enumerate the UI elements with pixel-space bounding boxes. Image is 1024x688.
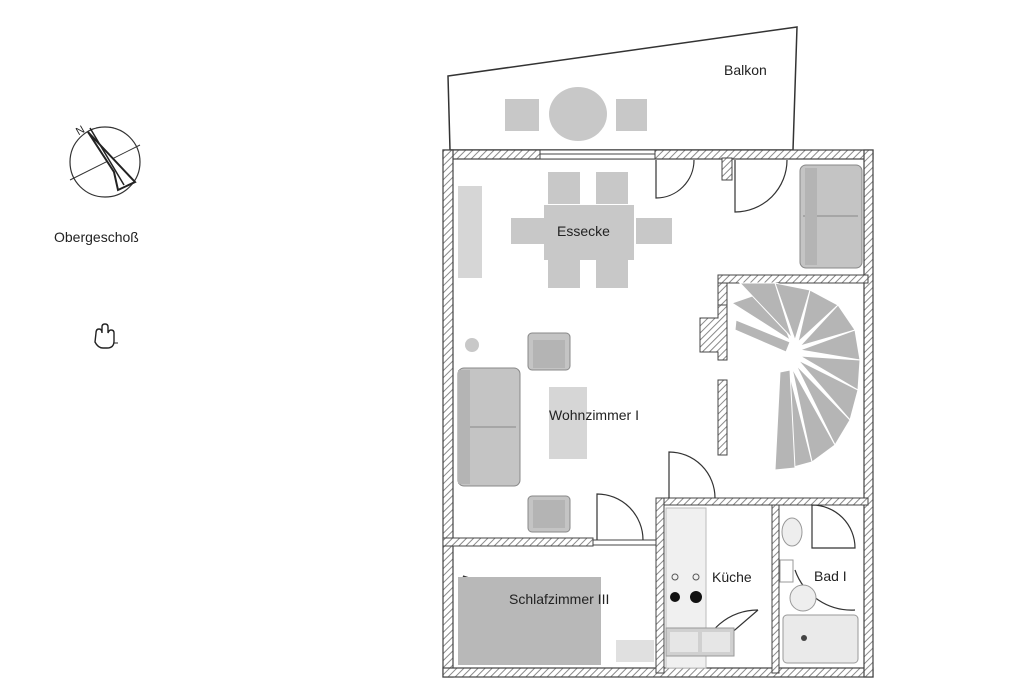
dining-table-set: Essecke (458, 172, 672, 288)
interior-walls (442, 157, 869, 674)
svg-text:N: N (74, 124, 87, 138)
room-label-bedroom: Schlafzimmer III (509, 591, 609, 607)
hand-pan-icon[interactable] (94, 323, 118, 349)
room-label-balcony: Balkon (724, 62, 767, 78)
bath-furniture: Bad I (779, 517, 859, 664)
sofa-top-right (799, 164, 863, 269)
room-label-dining: Essecke (557, 223, 610, 239)
floor-label: Obergeschoß (54, 229, 139, 245)
kitchen-furniture: Küche (665, 507, 752, 669)
room-label-bath: Bad I (814, 568, 847, 584)
bedroom-furniture: Schlafzimmer III (458, 577, 654, 665)
living-furniture: Wohnzimmer I (457, 332, 639, 533)
room-label-kitchen: Küche (712, 569, 752, 585)
room-label-living: Wohnzimmer I (549, 407, 639, 423)
balcony-area: Balkon (447, 26, 798, 151)
spiral-staircase (730, 282, 861, 471)
north-arrow-icon: N (69, 124, 141, 198)
